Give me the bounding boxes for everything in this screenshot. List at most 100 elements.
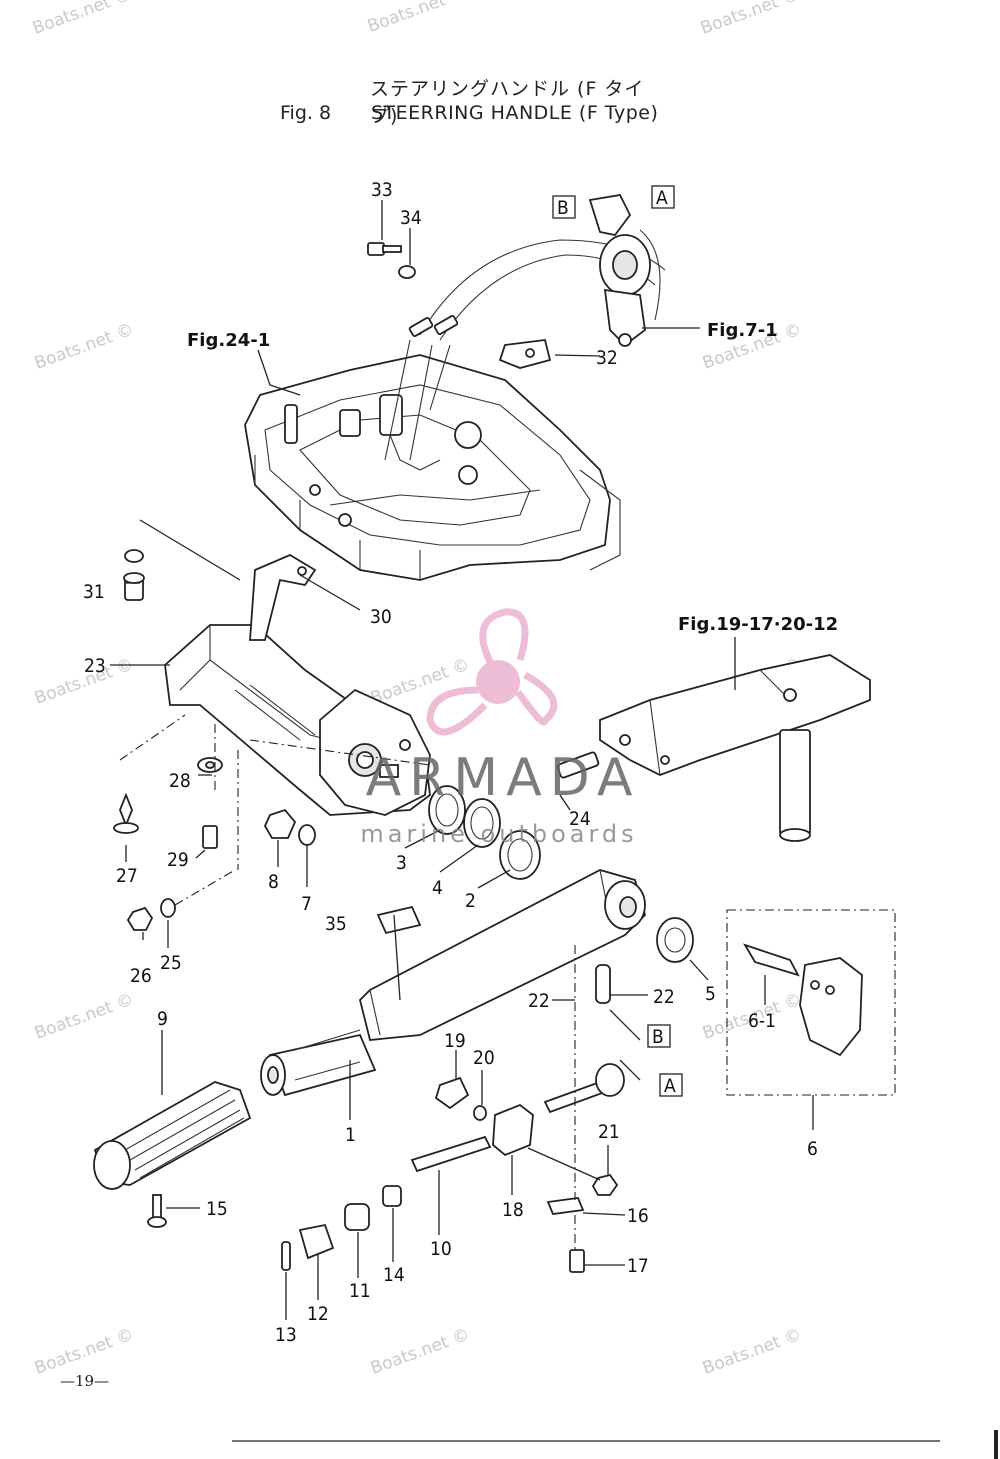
part-number-29: 29 — [167, 849, 189, 871]
brand-tagline-watermark: marine outboards — [360, 820, 638, 848]
throttle-pulley — [595, 1063, 625, 1097]
washer-34 — [398, 265, 416, 279]
part-number-22-left: 22 — [528, 990, 550, 1012]
connector-b-label: B — [557, 197, 569, 219]
bolt-33 — [367, 242, 385, 256]
friction-ring-4 — [463, 798, 501, 848]
part-number-15: 15 — [206, 1198, 228, 1220]
title-japanese: ステアリングハンドル (F タイプ) — [370, 78, 645, 127]
figure-number: Fig. 8 — [280, 102, 332, 124]
part-number-35: 35 — [325, 913, 347, 935]
part-number-11: 11 — [349, 1280, 371, 1302]
collar-11 — [344, 1203, 370, 1231]
nut-8 — [263, 808, 297, 839]
bolt-33-shank — [382, 245, 402, 253]
part-number-6-1: 6-1 — [748, 1010, 776, 1032]
part-number-24: 24 — [569, 808, 591, 830]
connector-b-box — [552, 195, 576, 219]
part-number-25: 25 — [160, 952, 182, 974]
stopper-group-box — [726, 909, 896, 1096]
cable-bracket — [498, 339, 552, 369]
connector-a-box — [659, 1073, 683, 1097]
o-ring-20 — [473, 1105, 487, 1121]
connector-b-box — [647, 1024, 671, 1048]
shaft-10 — [410, 1135, 492, 1173]
part-number-28: 28 — [169, 770, 191, 792]
part-number-9: 9 — [157, 1008, 168, 1030]
connector-a-label: A — [656, 187, 668, 209]
part-number-4: 4 — [432, 877, 443, 899]
armada-logo — [426, 608, 558, 736]
part-number-26: 26 — [130, 965, 152, 987]
part-number-20: 20 — [473, 1047, 495, 1069]
cable-tube-22 — [595, 964, 611, 1004]
part-number-31: 31 — [83, 581, 105, 603]
washer-28-hole — [205, 761, 215, 769]
connector-a-label: A — [664, 1075, 676, 1097]
cap-5 — [656, 917, 694, 963]
plate-16 — [546, 1197, 585, 1215]
part-number-6: 6 — [807, 1138, 818, 1160]
part-number-19: 19 — [444, 1030, 466, 1052]
bushing-14 — [382, 1185, 402, 1207]
friction-ring-2 — [499, 830, 541, 880]
grip-9 — [93, 1081, 252, 1190]
part-number-17: 17 — [627, 1255, 649, 1277]
bottom-cowl-frame — [244, 354, 621, 581]
connector-a-box — [651, 185, 675, 209]
pin-holder-12 — [298, 1223, 335, 1260]
part-number-3: 3 — [396, 852, 407, 874]
part-number-14: 14 — [383, 1264, 405, 1286]
part-number-5: 5 — [705, 983, 716, 1005]
part-number-12: 12 — [307, 1303, 329, 1325]
part-number-1: 1 — [345, 1124, 356, 1146]
figure-title: STEERRING HANDLE (F Type) — [371, 102, 659, 124]
bolt-31-head — [123, 572, 145, 584]
part-number-21: 21 — [598, 1121, 620, 1143]
part-number-13: 13 — [275, 1324, 297, 1346]
stud-6-1 — [743, 943, 800, 977]
cable-end — [433, 315, 459, 335]
swivel-bracket — [556, 654, 871, 842]
friction-ring-3 — [428, 785, 466, 835]
bolt-17 — [569, 1249, 585, 1273]
knob-19 — [434, 1076, 470, 1110]
nut-26 — [126, 906, 154, 931]
link-arm-hole — [297, 566, 307, 576]
part-number-16: 16 — [627, 1205, 649, 1227]
link-arm-30 — [249, 553, 317, 641]
part-number-27: 27 — [116, 865, 138, 887]
throttle-lever-assembly — [588, 194, 661, 347]
part-number-7: 7 — [301, 893, 312, 915]
part-number-30: 30 — [370, 606, 392, 628]
page-number: —19— — [60, 1372, 110, 1390]
bolt-29 — [202, 825, 218, 849]
part-number-8: 8 — [268, 871, 279, 893]
part-number-32: 32 — [596, 347, 618, 369]
cable-end — [408, 317, 434, 337]
stud-27-base — [113, 822, 139, 834]
part-number-10: 10 — [430, 1238, 452, 1260]
part-number-23: 23 — [84, 655, 106, 677]
part-number-18: 18 — [502, 1199, 524, 1221]
part-number-22-right: 22 — [653, 986, 675, 1008]
stud-27 — [119, 792, 133, 828]
screw-15-head — [147, 1216, 167, 1228]
ref-fig-7-1: Fig.7-1 — [707, 320, 778, 341]
leader-lines — [110, 200, 814, 1320]
bracket-hole — [525, 348, 535, 358]
ref-fig-24-1: Fig.24-1 — [187, 330, 270, 351]
part-number-33: 33 — [371, 179, 393, 201]
block-18 — [492, 1103, 534, 1157]
cable-rods — [429, 344, 451, 411]
pin-13 — [281, 1241, 291, 1271]
tiller-handle — [260, 869, 647, 1097]
ref-fig-19: Fig.19-17·20-12 — [678, 614, 838, 635]
connector-b-label: B — [652, 1026, 664, 1048]
washer-25 — [160, 898, 176, 918]
cable-rods — [384, 339, 433, 461]
washer-7 — [298, 824, 316, 846]
stopper-6 — [799, 957, 863, 1057]
